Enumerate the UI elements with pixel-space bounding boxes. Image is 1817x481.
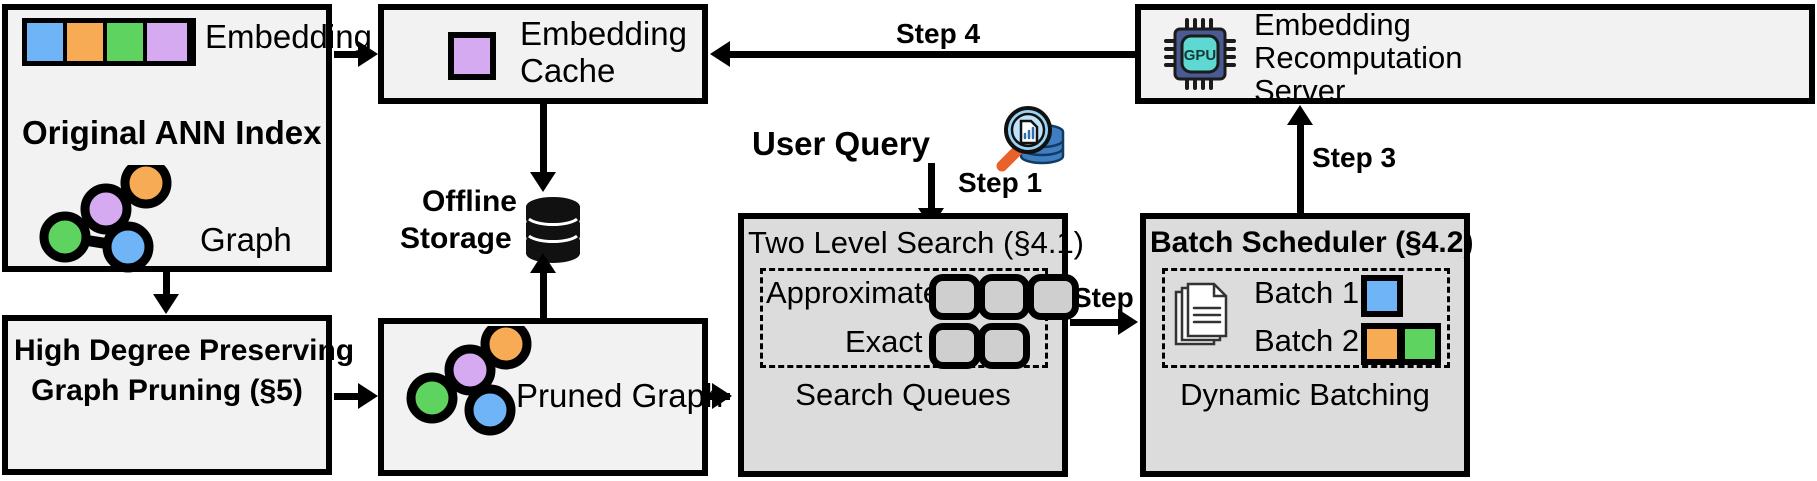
arrow-step4-line [728,51,1140,58]
embedding-cache-label-line2: Cache [520,52,616,89]
embedding-label: Embedding [205,18,372,55]
approximate-label: Approximate [766,275,941,310]
embedding-swatch-blue [27,23,67,61]
approximate-queue-row [929,274,1079,320]
approximate-queue-slot[interactable] [1027,274,1079,320]
batch-1-swatch-blue [1361,275,1403,317]
embedding-cache-box [378,4,708,104]
arrow-cache-to-storage-line [540,104,547,174]
embedding-swatch-green [107,23,147,61]
arrow-step3-line [1297,122,1304,214]
gpu-icon-text: GPU [1184,47,1217,64]
step1-label: Step 1 [958,167,1043,198]
offline-storage-label-line2: Storage [400,222,512,255]
offline-storage-label-line1: Offline [422,185,517,218]
exact-queue-row [929,323,1030,369]
magnifier-database-icon [996,106,1065,172]
user-query-label: User Query [752,125,930,162]
batch-2-swatch-green [1399,323,1441,365]
batch-scheduler-title: Batch Scheduler (§4.2) [1150,226,1474,259]
embedding-swatch-strip [22,18,196,66]
graph-label: Graph [200,221,292,258]
pruned-graph-label: Pruned Graph [516,377,724,414]
arrow-pruning-to-pruned-line [334,393,360,400]
original-index-graph [39,165,172,273]
arrow-step4-head [710,41,730,67]
search-queues-caption: Search Queues [795,377,1011,412]
dynamic-batching-caption: Dynamic Batching [1180,377,1430,412]
step3-label: Step 3 [1312,142,1397,173]
arrow-pruned-to-storage-line [540,270,547,322]
exact-label: Exact [845,324,923,359]
recomputation-server-line3: Server [1254,73,1346,108]
arrow-cache-to-storage-head [530,172,556,192]
recomputation-server-box [1135,4,1815,104]
exact-queue-slot[interactable] [978,323,1030,369]
arrow-pruned-to-storage-head [530,253,556,273]
embedding-swatch-orange [67,23,107,61]
two-level-search-title: Two Level Search (§4.1) [748,225,1085,260]
embedding-cache-label-line1: Embedding [520,15,687,52]
recomputation-server-line1: Embedding [1254,7,1411,42]
embedding-cache-chip [448,32,496,80]
arrow-step2-line [1070,319,1122,326]
approximate-queue-slot[interactable] [978,274,1030,320]
recomputation-server-line2: Recomputation [1254,40,1463,75]
arrow-index-to-cache-line [334,51,360,58]
arrow-pruned-to-search-head [712,383,732,409]
arrow-index-to-pruning-line [163,272,170,296]
arrow-index-to-cache-head [358,41,378,67]
offline-storage-cylinder-icon [526,197,580,263]
original-ann-index-title: Original ANN Index [22,114,322,151]
arrow-pruning-to-pruned-head [358,383,378,409]
step4-label: Step 4 [896,18,981,49]
graph-pruning-title-line1: High Degree Preserving [14,334,355,367]
arrow-step1-line [928,163,935,211]
batch-2-swatch-orange [1361,323,1403,365]
arrow-step2-head [1118,309,1138,335]
embedding-swatch-purple [147,23,187,61]
arrow-step3-head [1287,105,1313,125]
gpu-chip-icon: GPU [1164,18,1236,90]
approximate-queue-slot[interactable] [929,274,981,320]
documents-icon [1174,282,1228,346]
graph-pruning-title-line2: Graph Pruning (§5) [31,374,303,407]
pruned-graph-visual [406,326,532,436]
batch-1-label: Batch 1 [1254,275,1360,310]
exact-queue-slot[interactable] [929,323,981,369]
graph-pruning-box [2,315,332,475]
arrow-index-to-pruning-head [153,294,179,314]
batch-2-label: Batch 2 [1254,323,1360,358]
dynamic-batching-dashed-region [1162,268,1450,368]
